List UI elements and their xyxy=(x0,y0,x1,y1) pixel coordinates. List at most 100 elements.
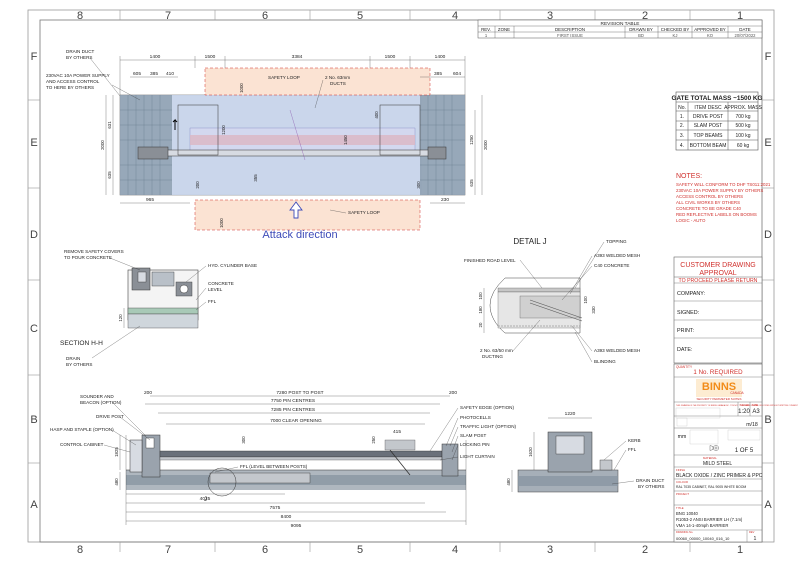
zone-labels-right: F E D C B A xyxy=(764,51,772,511)
front-elevation-view: J 7280 POST TO POST 7750 PIN CENTRES 728… xyxy=(50,390,517,529)
notes-line-2: 230VAC 10A POWER SUPPLY BY OTHERS xyxy=(676,188,763,193)
safety-loop-bottom xyxy=(194,199,421,231)
zone-top-6: 6 xyxy=(262,10,268,22)
notes-line-3: ACCESS CONTROL BY OTHERS xyxy=(676,194,743,199)
rev-row-approved-by: KO xyxy=(707,33,714,38)
plan-dim-right-v-1: 1250 xyxy=(469,135,474,145)
plan-dim-misc-3: 1200 xyxy=(221,125,226,135)
elev-dim-200-right: 200 xyxy=(449,390,457,396)
detail-j-label-ducting: DUCTING xyxy=(482,354,503,359)
sheet-ref: m/18 xyxy=(746,422,758,428)
elev-label-slam-post: SLAM POST xyxy=(460,433,486,438)
end-label-by-others: BY OTHERS xyxy=(638,484,664,489)
detail-j-dim-1: 100 xyxy=(478,292,483,300)
zone-bottom-5: 5 xyxy=(357,544,363,556)
projection-symbol-icon xyxy=(709,445,719,451)
end-elevation-view: 1220 1620 480 KERB FFL DRAIN DUCT BY OTH… xyxy=(506,411,665,493)
revision-table: REVISION TABLE REV. ZONE DESCRIPTION DRA… xyxy=(477,19,763,39)
approval-title-2: APPROVAL xyxy=(699,270,736,277)
approval-field-company: COMPANY: xyxy=(677,291,705,297)
plan-label-ducts-qty: 2 No. 63mm xyxy=(325,75,350,80)
mass-row-1-mass: 700 kg xyxy=(735,114,750,120)
plan-label-power-supply: 230VAC 10A POWER SUPPLY xyxy=(46,73,110,78)
zone-ticks xyxy=(28,10,774,552)
elev-dim-4025: 4025 xyxy=(200,496,211,502)
plan-dim-sub-right-1: 385 xyxy=(434,71,442,77)
zone-right-E: E xyxy=(764,137,771,149)
approval-title: CUSTOMER DRAWING xyxy=(680,262,755,269)
notes-line-7: LOGIC - AUTO xyxy=(676,218,706,223)
elev-dim-clear-opening: 7000 CLEAR OPENING xyxy=(270,418,322,424)
elev-dim-200-left: 200 xyxy=(144,390,152,396)
zone-right-B: B xyxy=(764,414,771,426)
plan-dim-right-v-2: 2000 xyxy=(483,140,488,150)
plan-label-drain-duct-by-others: BY OTHERS xyxy=(66,55,92,60)
rev-row-date: 20/07/2022 xyxy=(735,33,757,38)
mass-header-item: ITEM DESC xyxy=(694,105,722,111)
elev-dim-480: 480 xyxy=(114,478,119,486)
detail-j-label-mesh-bottom: A393 WELDED MESH xyxy=(594,348,640,353)
zone-bottom-2: 2 xyxy=(642,544,648,556)
elev-dim-9095: 9095 xyxy=(291,523,302,529)
title-line-1: BNG 10040 xyxy=(676,511,699,516)
rev-row-drawn-by: BD xyxy=(638,33,644,38)
plan-dim-misc-5: 1450 xyxy=(343,135,348,145)
end-dim-1220: 1220 xyxy=(565,411,576,417)
rev-header-description: DESCRIPTION xyxy=(555,27,585,32)
plan-dim-bottom-right: 230 xyxy=(441,197,449,203)
section-hh-label-concrete: CONCRETE xyxy=(208,281,234,286)
finish-label: FINISH xyxy=(676,468,685,472)
quantity-value: 1 No. REQUIRED xyxy=(693,369,743,376)
plan-dim-left-v-3: 635 xyxy=(107,171,112,179)
elev-label-sounder: SOUNDER AND xyxy=(80,394,114,399)
plan-dim-bottom-left: 965 xyxy=(146,197,154,203)
quantity-label: QUANTITY xyxy=(676,365,693,369)
material-value: MILD STEEL xyxy=(703,461,732,467)
mass-row-2-item: SLAM POST xyxy=(694,123,723,129)
zone-bottom-4: 4 xyxy=(452,544,458,556)
section-hh-label-pour: TO POUR CONCRETE xyxy=(64,255,112,260)
elev-dim-415: 415 xyxy=(393,429,401,435)
detail-j-dim-2: 180 xyxy=(478,306,483,314)
elev-ffl-note: FFL (LEVEL BETWEEN POSTS) xyxy=(240,464,308,469)
zone-top-7: 7 xyxy=(165,10,171,22)
elevation-dimension-lines xyxy=(119,395,467,525)
plan-label-safety-loop-top: SAFETY LOOP xyxy=(268,75,300,80)
zone-labels-left: F E D C B A xyxy=(30,51,38,511)
title-line-2: R1053-2 ANSI BARRIER LH (7.1m) xyxy=(676,517,743,522)
scale-value: 1:20 xyxy=(738,409,750,415)
plan-dim-misc-6: 400 xyxy=(374,111,379,119)
zone-left-F: F xyxy=(31,51,38,63)
approval-field-print: PRINT: xyxy=(677,328,694,334)
rev-header-date: DATE xyxy=(739,27,750,32)
mass-table: GATE TOTAL MASS ~1500 KG No. ITEM DESC A… xyxy=(672,91,763,151)
copyright-text: THIS DRAWING IS THE PROPERTY OF BINNS CA… xyxy=(676,404,799,407)
elev-label-drive-post: DRIVE POST xyxy=(96,414,124,419)
section-hh-title: SECTION H-H xyxy=(60,340,103,347)
plan-mesh-grid xyxy=(120,95,465,195)
notes-title: NOTES: xyxy=(676,173,702,180)
elev-dim-pin-centres-2: 7285 PIN CENTRES xyxy=(271,407,315,413)
plan-dim-sub-left-1: 605 xyxy=(133,71,141,77)
rev-header-zone: ZONE xyxy=(498,27,510,32)
mass-row-3-mass: 100 kg xyxy=(735,133,750,139)
plan-dim-top-3: 3384 xyxy=(292,54,303,60)
section-hh-label-drain: DRAIN xyxy=(66,356,80,361)
approval-subtitle: TO PROCEED PLEASE RETURN xyxy=(679,278,758,284)
mass-row-1-no: 1. xyxy=(680,114,684,120)
mass-row-2-no: 2. xyxy=(680,123,684,129)
plan-label-drain-duct: DRAIN DUCT xyxy=(66,49,95,54)
mass-row-3-item: TOP BEAMS xyxy=(694,133,724,139)
zone-right-D: D xyxy=(764,229,772,241)
plan-dimension-lines xyxy=(105,56,483,204)
zone-top-1: 1 xyxy=(737,10,743,22)
project-label: PROJECT xyxy=(676,492,689,496)
title-label: TITLE xyxy=(676,506,684,510)
zone-labels-bottom: 8 7 6 5 4 3 2 1 xyxy=(77,544,743,556)
elev-label-safety-edge: SAFETY EDGE (OPTION) xyxy=(460,405,514,410)
detail-j-label-finished-road: FINISHED ROAD LEVEL xyxy=(464,258,516,263)
plan-dim-top-1: 1400 xyxy=(150,54,161,60)
plan-dim-sub-left-3: 410 xyxy=(166,71,174,77)
notes-line-4: ALL CIVIL WORKS BY OTHERS xyxy=(676,200,740,205)
